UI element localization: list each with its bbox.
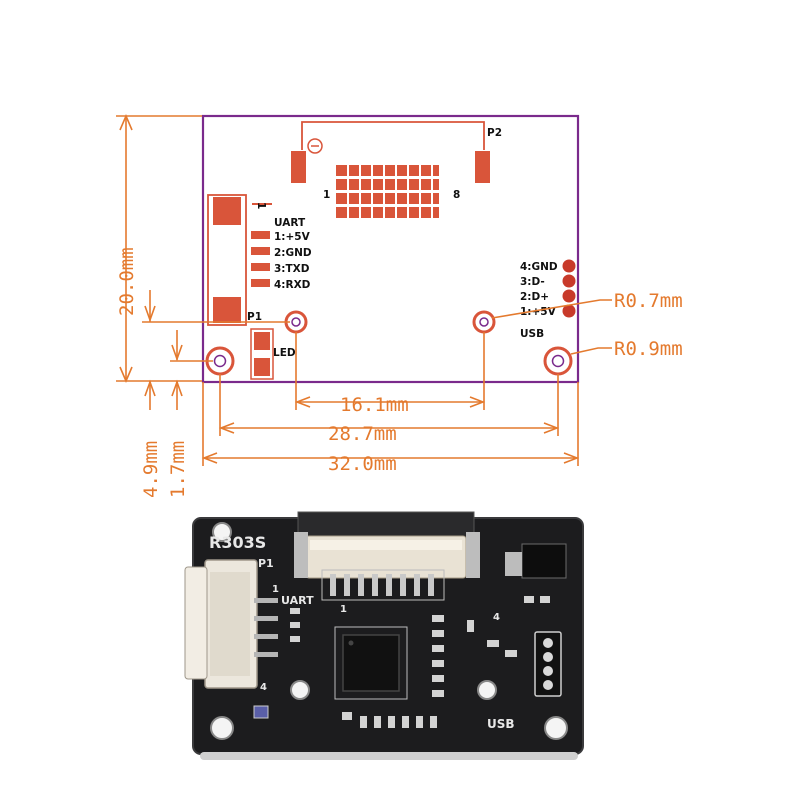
pcb-pin-4-label: 4 xyxy=(260,682,267,693)
p1-group-label: UART xyxy=(274,217,306,229)
dim-board-width: 32.0mm xyxy=(328,453,397,475)
pcb-hole-top-left xyxy=(212,522,232,542)
usb-pin-4-label: 4:GND xyxy=(520,261,558,273)
p1-pin-4: 4:RXD xyxy=(274,279,311,291)
pcb-usb-header xyxy=(534,631,562,697)
pcb-model-label: R303S xyxy=(209,533,266,552)
p1-connector: 1 UART 1:+5V 2:GND 3:TXD 4:RXD P1 xyxy=(207,194,312,326)
dim-hole-spacing-outer: 28.7mm xyxy=(328,423,397,445)
p1-label: P1 xyxy=(247,311,262,323)
pcb-usb-label: USB xyxy=(487,717,515,731)
led-label: LED xyxy=(273,347,296,359)
pcb-hole-bottom-left xyxy=(210,716,234,740)
led-footprint: LED xyxy=(250,328,296,380)
p2-label: P2 xyxy=(487,127,502,139)
p2-connector: P2 1 8 xyxy=(291,121,502,220)
usb-pin-3-pad xyxy=(562,274,576,288)
pcb-hole-mid-left xyxy=(290,680,310,700)
pcb-connector-pin-1-label: 1 xyxy=(340,604,347,615)
dim-radius-small: R0.7mm xyxy=(614,290,683,312)
p2-pin-first: 1 xyxy=(323,189,330,201)
pcb-led xyxy=(253,705,269,719)
dim-radius-large: R0.9mm xyxy=(614,338,683,360)
pcb-connector-pin-4-label: 4 xyxy=(493,612,500,623)
dim-offset-b: 1.7mm xyxy=(167,441,189,498)
p1-pin-3: 3:TXD xyxy=(274,263,310,275)
dimension-lines xyxy=(116,113,612,466)
dimension-labels: 20.0mm 4.9mm 1.7mm 16.1mm 28.7mm 32.0mm … xyxy=(116,247,683,498)
pcb-uart-label: UART xyxy=(281,594,314,607)
dim-height: 20.0mm xyxy=(116,247,138,316)
dim-hole-spacing-inner: 16.1mm xyxy=(340,394,409,416)
pcb-p1-label: P1 xyxy=(258,557,274,570)
pcb-hole-mid-right xyxy=(477,680,497,700)
p1-mount-pad-bottom xyxy=(213,297,241,323)
p2-pin-pads xyxy=(336,165,439,218)
p2-silkscreen xyxy=(301,121,485,150)
pcb-passives xyxy=(290,596,550,728)
usb-pin-3-label: 3:D- xyxy=(520,276,545,288)
dim-offset-a: 4.9mm xyxy=(140,441,162,498)
led-silkscreen xyxy=(250,328,274,380)
usb-pin-2-label: 2:D+ xyxy=(520,291,549,303)
p2-pin-last: 8 xyxy=(453,189,460,201)
p1-mount-pad-top xyxy=(213,197,241,225)
led-pad-top xyxy=(254,332,270,350)
usb-pin-1-pad xyxy=(562,304,576,318)
p1-pin-pads xyxy=(251,231,270,287)
pcb-hole-bottom-right xyxy=(544,716,568,740)
pcb-pin-1-label: 1 xyxy=(272,584,279,595)
usb-pin-2-pad xyxy=(562,289,576,303)
p1-pin-1: 1:+5V xyxy=(274,231,311,243)
technical-drawing: P2 1 8 1 UART 1:+5V 2:GND 3:TXD 4:RXD P1 xyxy=(116,113,683,498)
pcb-photo: R303S P1 UART 1 4 1 4 USB xyxy=(184,511,584,760)
p1-silkscreen xyxy=(207,194,247,326)
p2-mount-pad-right xyxy=(475,151,490,183)
usb-pin-4-pad xyxy=(562,259,576,273)
p1-pin1-marker: 1 xyxy=(255,202,267,209)
pcb-regulator xyxy=(521,543,567,579)
pcb-fpc-connector xyxy=(294,511,480,601)
p1-pin-2: 2:GND xyxy=(274,247,312,259)
led-pad-bottom xyxy=(254,358,270,376)
p2-mount-pad-left xyxy=(291,151,306,183)
pcb-jst-connector xyxy=(184,559,278,689)
usb-label: USB xyxy=(520,328,544,340)
